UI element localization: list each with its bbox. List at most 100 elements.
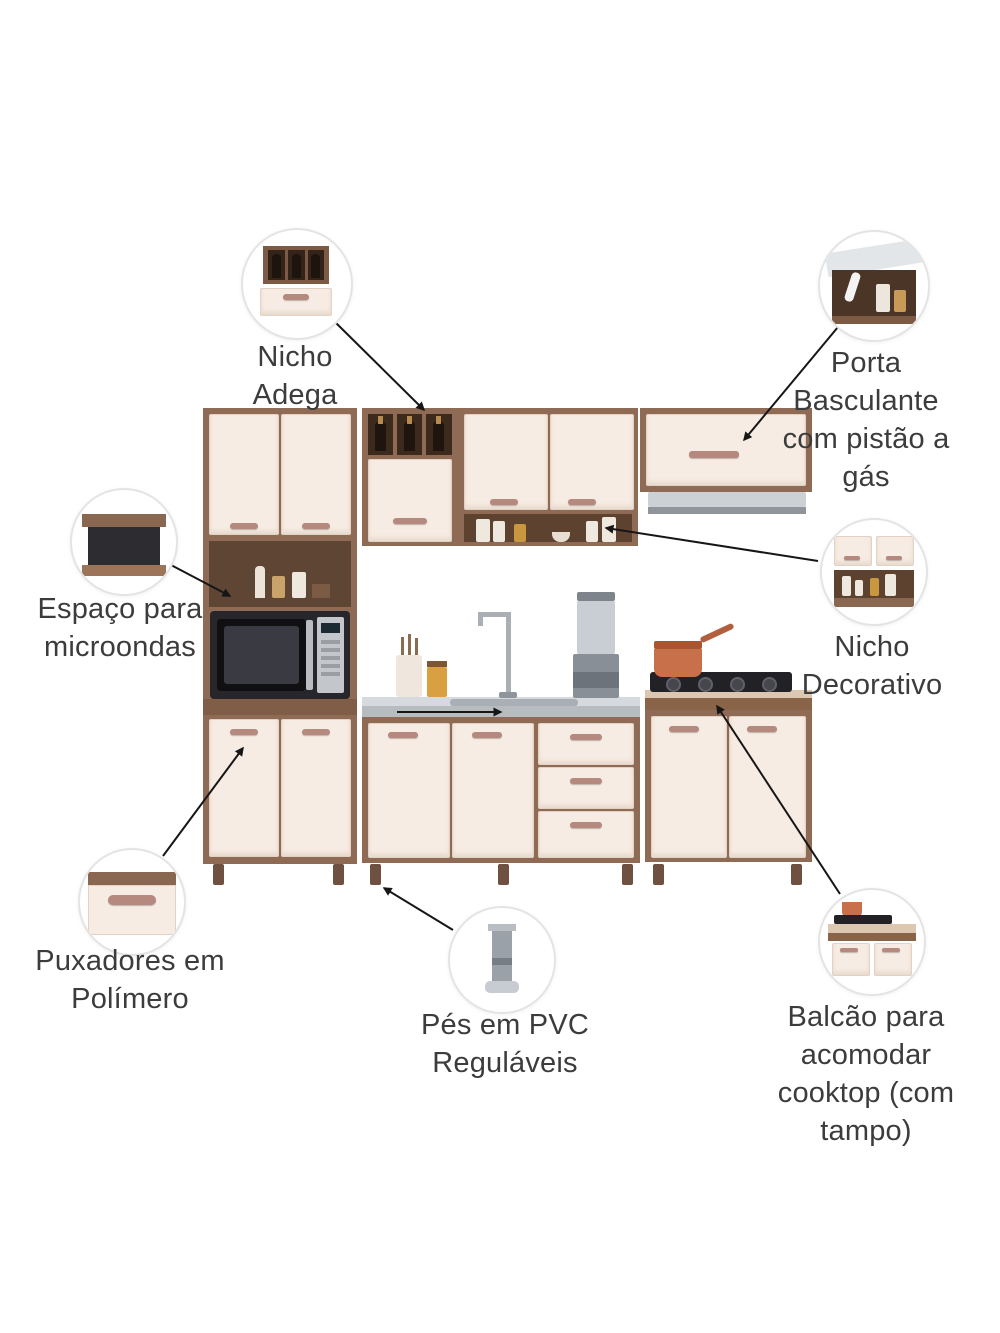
decor-jar (272, 576, 285, 598)
niche-jar (855, 580, 863, 596)
wine-bottle (433, 421, 444, 451)
range-hood (648, 492, 806, 507)
blender-panel (573, 672, 619, 688)
door-handle (689, 451, 739, 458)
range-hood-underside (648, 507, 806, 514)
polymer-handle-thumb (108, 895, 156, 905)
microwave-door-handle (306, 620, 313, 690)
cabinet-door (368, 723, 450, 858)
door-handle (388, 732, 418, 738)
tall-cabinet-shelf (203, 699, 357, 715)
flap-door (646, 414, 806, 486)
arrow-puxadores (162, 746, 244, 857)
cabinet-foot (498, 864, 509, 885)
door-handle (747, 726, 777, 732)
cabinet-door (281, 414, 351, 535)
cabinet-foot (370, 864, 381, 885)
label-nicho-adega: Nicho Adega (252, 341, 338, 411)
cabinet-foot (333, 864, 344, 885)
shelf-thumb (834, 598, 914, 607)
niche-jar (514, 524, 526, 542)
door-handle-thumb (283, 294, 309, 300)
foot-band-thumb (492, 958, 512, 965)
label-espaco-microondas: Espaço para microondas (37, 593, 203, 663)
microwave-display (321, 623, 340, 633)
arrow-balcao-cooktop (716, 704, 841, 895)
cabinet-door (368, 459, 452, 542)
microwave-window-glass (224, 626, 299, 684)
drawer-handle (570, 778, 602, 784)
drawer (538, 767, 634, 809)
door-handle (669, 726, 699, 732)
door-handle (490, 499, 518, 505)
wine-bottle (311, 254, 320, 278)
niche-jar (894, 290, 906, 312)
niche-top-thumb (82, 514, 166, 527)
niche-jar (586, 521, 598, 542)
wine-bottle (272, 254, 281, 278)
cabinet-door-thumb (876, 536, 914, 566)
door-handle (302, 729, 330, 735)
blender-lid (577, 592, 615, 601)
niche-canister (493, 521, 505, 542)
blender-jar (577, 601, 615, 654)
wine-bottle-cap (436, 416, 441, 424)
faucet-arm (478, 612, 511, 617)
wine-bottle (375, 421, 386, 451)
door-handle-thumb (840, 948, 858, 952)
faucet-pipe (506, 612, 511, 698)
callout-circle-balcao-cooktop (818, 888, 926, 996)
callout-circle-puxadores (78, 848, 186, 956)
cabinet-door-thumb (834, 536, 872, 566)
utensil-stick (401, 637, 404, 657)
niche-jar (885, 574, 896, 596)
faucet-spout (478, 612, 483, 626)
door-handle-thumb (882, 948, 900, 952)
pot-thumb (842, 902, 862, 917)
utensil-stick (408, 634, 411, 657)
arrow-espaco-microondas (170, 564, 232, 597)
cabinet-foot (791, 864, 802, 885)
label-nicho-decorativo: Nicho Decorativo (801, 631, 943, 701)
amber-jar-lid (427, 661, 447, 667)
cabinet-foot (213, 864, 224, 885)
drawer (538, 811, 634, 858)
niche-jar (842, 576, 851, 596)
door-front-thumb (88, 885, 176, 935)
cabinet-foot (622, 864, 633, 885)
drawer (538, 723, 634, 765)
amber-jar (427, 667, 447, 697)
microwave-buttons (321, 640, 340, 680)
arrow-nicho-adega (333, 320, 426, 412)
pot-body (654, 649, 702, 677)
label-puxadores: Puxadores em Polímero (35, 945, 225, 1015)
cabinet-door (281, 719, 351, 857)
callout-circle-porta-basculante (818, 230, 930, 342)
foot-column-thumb (492, 931, 512, 981)
cooktop-burner (666, 677, 681, 692)
arrow-porta-basculante (743, 326, 839, 442)
countertop-thumb (828, 924, 916, 933)
cabinet-door (452, 723, 534, 858)
callout-circle-pes-pvc (448, 906, 556, 1014)
cabinet-door (550, 414, 634, 510)
door-handle (302, 523, 330, 529)
callout-circle-nicho-decorativo (820, 518, 928, 626)
cooktop-burner (730, 677, 745, 692)
cabinet-door-thumb (260, 288, 332, 316)
decor-canister (292, 572, 306, 598)
pot-rim (654, 641, 702, 649)
door-handle-thumb (844, 556, 860, 560)
label-pes-pvc: Pés em PVC Reguláveis (421, 1009, 589, 1079)
cooktop-burner (698, 677, 713, 692)
cooktop (650, 672, 792, 692)
decor-box (312, 584, 330, 598)
shelf-thumb (832, 316, 916, 324)
cabinet-foot (653, 864, 664, 885)
decor-bottle (255, 566, 265, 598)
wine-bottle (404, 421, 415, 451)
label-porta-basculante: Porta Basculante com pistão a gás (782, 347, 950, 493)
cooktop-countertop (645, 690, 812, 698)
arrow-pes-pvc (382, 887, 454, 931)
